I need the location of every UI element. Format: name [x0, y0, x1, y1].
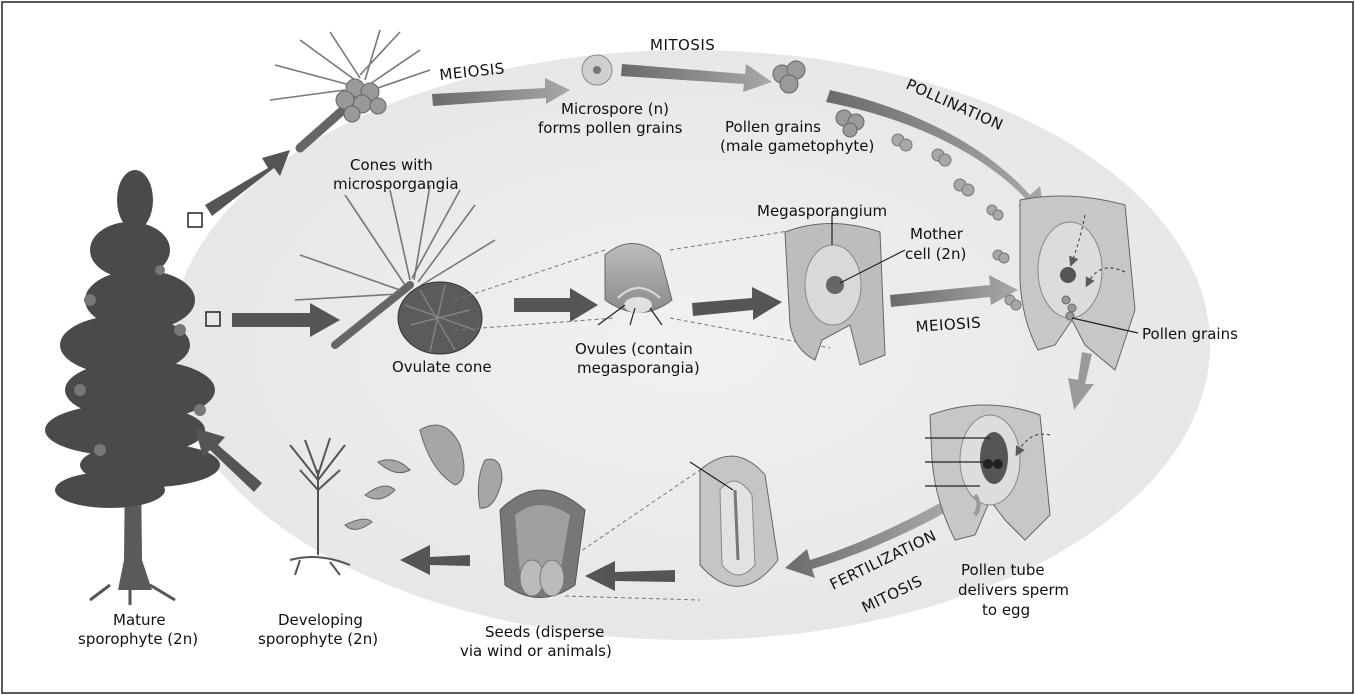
microspore-cell: [582, 55, 612, 85]
seed-illustration: [500, 490, 585, 598]
seed-embryo: [690, 456, 778, 586]
mitosis-top-label: MITOSIS: [650, 36, 715, 54]
megasporangium-label: Megasporangium: [757, 202, 887, 220]
ovulate-cone-label: Ovulate cone: [392, 358, 492, 376]
pollen-grains-right-label: Pollen grains: [1142, 325, 1238, 343]
